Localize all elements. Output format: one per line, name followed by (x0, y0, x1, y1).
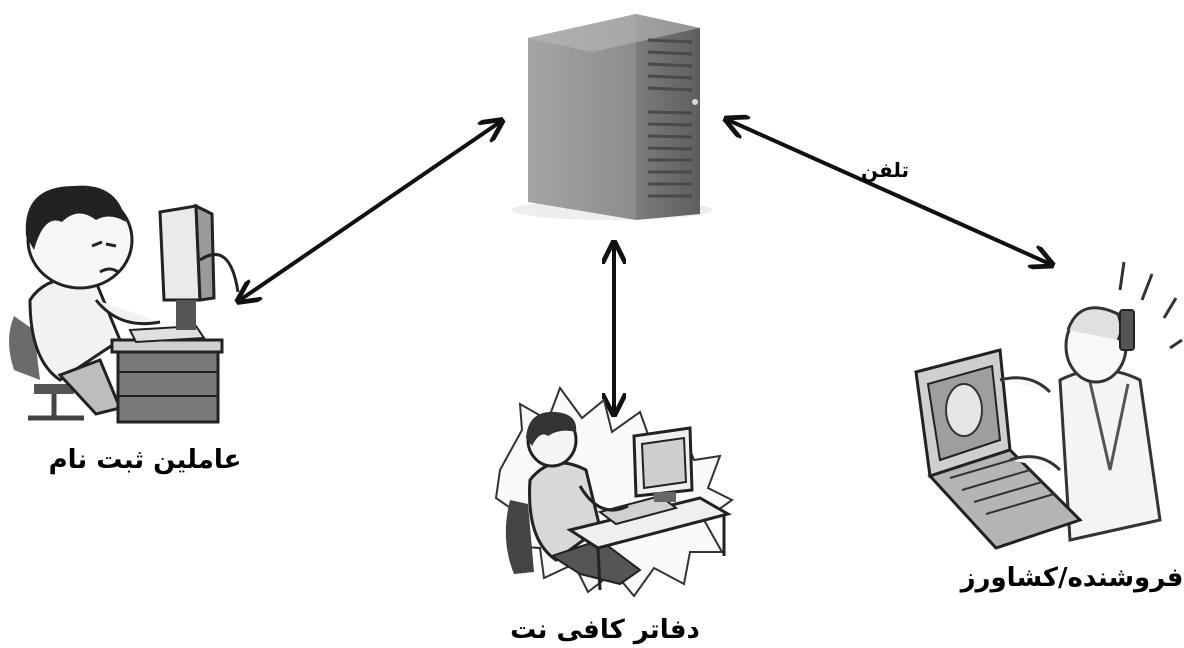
phone-laptop-user-icon (914, 261, 1183, 550)
office-worker-icon (9, 185, 240, 424)
arrow-server-seller (728, 120, 1050, 264)
edge-label-phone: تلفن (860, 158, 910, 182)
server-icon (512, 14, 712, 220)
computer-user-icon (494, 385, 734, 598)
arrow-server-registration (240, 122, 500, 300)
node-label-cafe-net: دفاتر کافی نت (510, 615, 700, 645)
node-label-seller-farmer: فروشنده/کشاورز (960, 563, 1184, 593)
node-label-registration-staff: عاملین ثبت نام (48, 445, 242, 475)
